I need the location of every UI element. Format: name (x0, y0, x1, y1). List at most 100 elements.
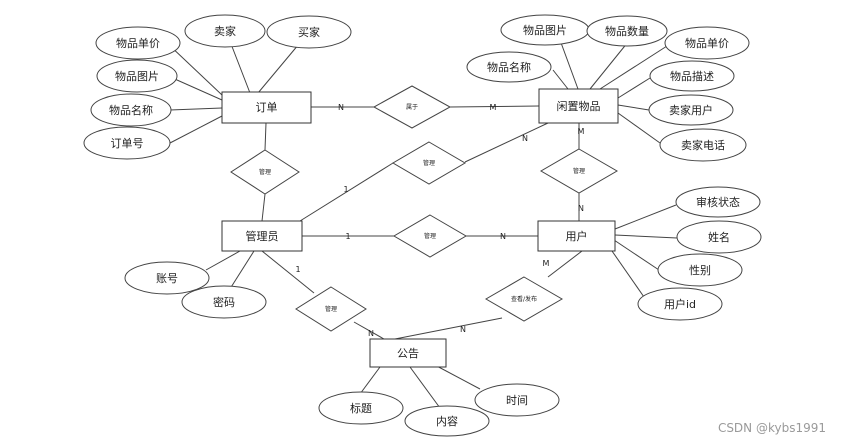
attribute-notice-title-label: 标题 (350, 401, 372, 415)
line-item-image (559, 39, 579, 90)
attribute-user-status[interactable]: 审核状态 (675, 186, 761, 218)
relationship-manage-user-label: 管理 (424, 232, 436, 240)
cardinality-item-manage-admin: N (522, 134, 528, 143)
line-admin-account (205, 250, 241, 271)
entity-order[interactable]: 订单 (221, 91, 312, 124)
attribute-item-qty-label: 物品数量 (605, 24, 649, 38)
attribute-notice-time-label: 时间 (506, 394, 528, 407)
line-manage-notice (353, 321, 385, 340)
relationship-manage-notice-label: 管理 (325, 305, 337, 313)
line-order-unit-price (166, 42, 223, 96)
relationship-belongs-to-label: 属于 (406, 104, 418, 111)
attribute-item-desc[interactable]: 物品描述 (649, 60, 735, 92)
cardinality-user-view: M (543, 259, 550, 268)
attribute-item-image[interactable]: 物品图片 (500, 14, 590, 46)
entity-idle-item[interactable]: 闲置物品 (538, 88, 619, 124)
cardinality-admin-manage-notice: 1 (295, 265, 300, 274)
connector-lines (166, 30, 678, 409)
attribute-admin-account[interactable]: 账号 (124, 261, 210, 295)
cardinality-notice-view: N (460, 325, 466, 334)
line-user-gender (613, 239, 660, 271)
attribute-user-status-label: 审核状态 (696, 195, 740, 209)
attribute-item-name[interactable]: 物品名称 (466, 51, 552, 83)
line-item-price (599, 45, 668, 90)
attribute-item-desc-label: 物品描述 (670, 69, 714, 83)
cardinality-user-manage-item: N (578, 204, 584, 213)
entity-admin[interactable]: 管理员 (221, 220, 303, 252)
attribute-user-id-label: 用户id (664, 297, 696, 311)
relationship-manage-item-label: 管理 (423, 159, 435, 167)
relationship-manage-notice[interactable]: 管理 (295, 286, 367, 332)
line-order-name (169, 107, 223, 111)
relationship-manage-item-user-label: 管理 (573, 167, 585, 175)
attribute-order-unit-price[interactable]: 物品单价 (95, 26, 181, 60)
attribute-item-qty[interactable]: 物品数量 (586, 15, 668, 47)
attribute-user-gender[interactable]: 性别 (657, 253, 743, 287)
cardinality-user-manage-admin: N (500, 232, 506, 241)
relationship-belongs-to[interactable]: 属于 (372, 85, 452, 129)
entity-user[interactable]: 用户 (537, 220, 616, 252)
attributes: 物品单价 卖家 买家 物品图片 物品名称 订单号 物品图片 物品数 (83, 14, 762, 437)
relationship-manage-order[interactable]: 管理 (230, 149, 300, 195)
cardinality-item-manage-user: M (578, 127, 585, 136)
attribute-item-seller-phone-label: 卖家电话 (681, 138, 725, 152)
cardinality-admin-manage-item: 1 (343, 185, 348, 194)
attribute-notice-title[interactable]: 标题 (318, 391, 404, 425)
attribute-user-name-label: 姓名 (708, 230, 730, 244)
attribute-admin-password[interactable]: 密码 (181, 285, 267, 319)
attribute-order-name-label: 物品名称 (109, 103, 153, 117)
line-user-view (547, 250, 583, 278)
line-manage-admin (261, 193, 266, 222)
attribute-item-seller-user[interactable]: 卖家用户 (648, 94, 734, 126)
line-user-status (614, 204, 677, 230)
attribute-admin-account-label: 账号 (156, 272, 178, 285)
cardinality-order-belongs: N (338, 103, 344, 112)
attribute-user-name[interactable]: 姓名 (676, 220, 762, 254)
attribute-order-image[interactable]: 物品图片 (96, 59, 178, 93)
attribute-order-buyer-label: 买家 (298, 25, 320, 39)
entity-order-label: 订单 (256, 101, 278, 114)
attribute-order-id[interactable]: 订单号 (83, 126, 171, 160)
line-order-image (167, 75, 223, 101)
line-view-notice (394, 317, 503, 340)
attribute-item-price[interactable]: 物品单价 (664, 26, 750, 60)
relationships: 属于 管理 管理 管理 管理 管理 查看/发布 (230, 85, 618, 332)
relationship-view-publish[interactable]: 查看/发布 (485, 276, 563, 322)
relationship-view-publish-label: 查看/发布 (511, 295, 537, 303)
cardinality-notice-manage-admin: N (368, 329, 374, 338)
relationship-manage-user[interactable]: 管理 (393, 214, 467, 258)
attribute-order-name[interactable]: 物品名称 (90, 93, 172, 127)
line-item-manage-admin-a (464, 122, 549, 163)
relationship-manage-item-user[interactable]: 管理 (540, 148, 618, 194)
line-belongs-item (449, 105, 540, 108)
line-item-desc (617, 77, 651, 99)
attribute-notice-content[interactable]: 内容 (404, 405, 490, 437)
attribute-item-seller-user-label: 卖家用户 (669, 103, 713, 117)
attribute-admin-password-label: 密码 (213, 295, 235, 309)
attribute-user-gender-label: 性别 (689, 263, 711, 277)
attribute-notice-content-label: 内容 (436, 414, 458, 428)
attribute-user-id[interactable]: 用户id (637, 287, 723, 321)
cardinality-admin-manage-user: 1 (345, 232, 350, 241)
entity-user-label: 用户 (566, 229, 588, 243)
line-user-id (611, 250, 645, 298)
cardinalities: N M 1 N M N 1 N 1 N M N (295, 103, 584, 338)
line-item-name (552, 69, 569, 90)
entity-notice-label: 公告 (397, 347, 419, 360)
relationship-manage-item[interactable]: 管理 (392, 141, 466, 185)
line-order-manage (264, 122, 267, 151)
attribute-item-seller-phone[interactable]: 卖家电话 (659, 128, 747, 162)
attribute-notice-time[interactable]: 时间 (474, 383, 560, 417)
line-admin-password (227, 250, 255, 293)
attribute-order-buyer[interactable]: 买家 (266, 15, 352, 49)
attribute-item-price-label: 物品单价 (685, 36, 729, 50)
entity-notice[interactable]: 公告 (369, 338, 447, 368)
line-item-manage-admin-b (299, 162, 394, 222)
attribute-item-name-label: 物品名称 (487, 60, 531, 74)
line-item-seller-phone (617, 112, 661, 144)
entities: 订单 闲置物品 管理员 用户 公告 (221, 88, 619, 368)
cardinality-item-belongs: M (490, 103, 497, 112)
line-notice-content (409, 366, 441, 409)
attribute-order-seller[interactable]: 卖家 (184, 14, 266, 48)
